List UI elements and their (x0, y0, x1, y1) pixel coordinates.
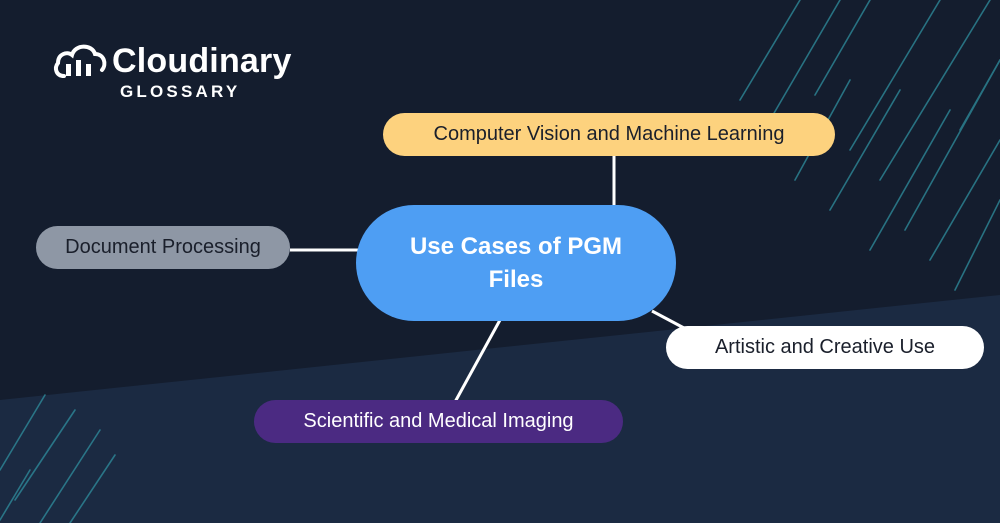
decorative-streak (814, 0, 871, 96)
decorative-streak (849, 0, 941, 151)
center-node: Use Cases of PGM Files (356, 205, 676, 321)
connector-artistic-creative (651, 309, 685, 330)
node-artistic-creative: Artistic and Creative Use (666, 326, 984, 369)
brand-name: Cloudinary (112, 42, 292, 80)
brand-logo: Cloudinary GLOSSARY (52, 38, 302, 108)
decorative-streak (739, 0, 801, 101)
decorative-streak (39, 429, 101, 523)
decorative-streak (0, 394, 46, 471)
decorative-streak (879, 0, 991, 181)
decorative-streak (69, 454, 116, 523)
node-scientific-medical: Scientific and Medical Imaging (254, 400, 623, 443)
decorative-streak (769, 0, 841, 121)
connector-scientific-medical (453, 319, 502, 403)
decorative-streak (829, 89, 901, 211)
cloud-logo-icon (54, 44, 107, 78)
decorative-streak (0, 469, 31, 521)
node-document-processing: Document Processing (36, 226, 290, 269)
decorative-streak (959, 59, 1000, 131)
node-computer-vision: Computer Vision and Machine Learning (383, 113, 835, 156)
decorative-streak (929, 139, 1000, 261)
decorative-streak (14, 409, 76, 501)
decorative-streak (869, 109, 951, 251)
decorative-streak (954, 199, 1000, 291)
brand-subtitle: GLOSSARY (120, 82, 241, 101)
